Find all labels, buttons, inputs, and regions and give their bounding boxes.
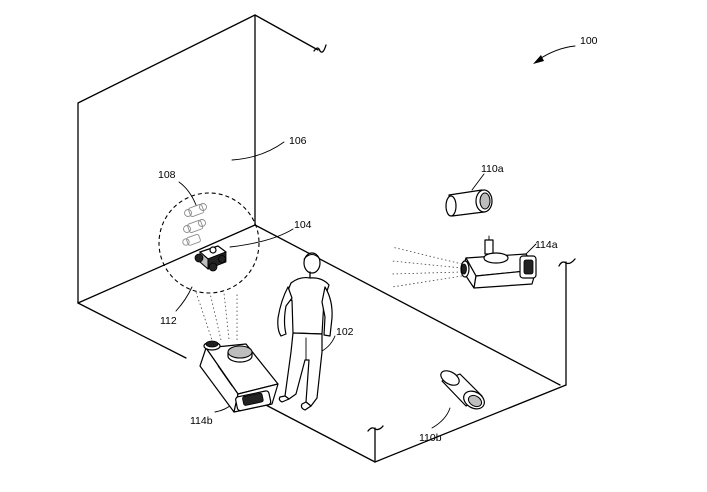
floor-back-edge [254, 224, 561, 386]
camera-110a [445, 189, 493, 217]
top-wall-break [254, 14, 327, 53]
leader-100-arrowhead [533, 55, 544, 64]
drone-zone-circle [158, 192, 260, 294]
floor-front-edge [261, 402, 376, 463]
label-114a: 114a [535, 239, 558, 251]
leader-110a [471, 173, 485, 191]
floor-right-front-edge [374, 384, 567, 463]
leader-112 [175, 286, 193, 312]
label-110a: 110a [481, 163, 504, 175]
label-104: 104 [294, 219, 312, 231]
label-106: 106 [289, 135, 307, 147]
leader-110b [431, 407, 451, 429]
right-wall-break [558, 258, 576, 386]
reference-labels: 100 106 108 104 112 102 110a 114a 114b 1… [158, 35, 598, 444]
label-110b: 110b [419, 432, 442, 444]
wall-floor-left-edge [77, 224, 256, 304]
camera-110b [440, 370, 485, 410]
projection-rays [195, 246, 463, 344]
back-wall-left-edge [77, 14, 256, 304]
front-corner-break [367, 425, 384, 463]
leader-108 [178, 181, 197, 206]
drone-zone [158, 192, 260, 294]
label-114b: 114b [190, 415, 213, 427]
label-112: 112 [160, 315, 177, 327]
drone-ghost-positions [182, 203, 207, 246]
drone [194, 245, 227, 272]
label-102: 102 [336, 326, 354, 338]
leader-100 [537, 45, 576, 61]
leader-106 [231, 141, 285, 161]
leader-104 [229, 228, 294, 248]
person [277, 252, 333, 411]
projector-114b [199, 340, 279, 413]
label-108: 108 [158, 169, 176, 181]
room [77, 14, 576, 463]
projector-114a [460, 235, 537, 289]
label-100: 100 [580, 35, 598, 47]
floor-left-front-edge [77, 302, 187, 359]
